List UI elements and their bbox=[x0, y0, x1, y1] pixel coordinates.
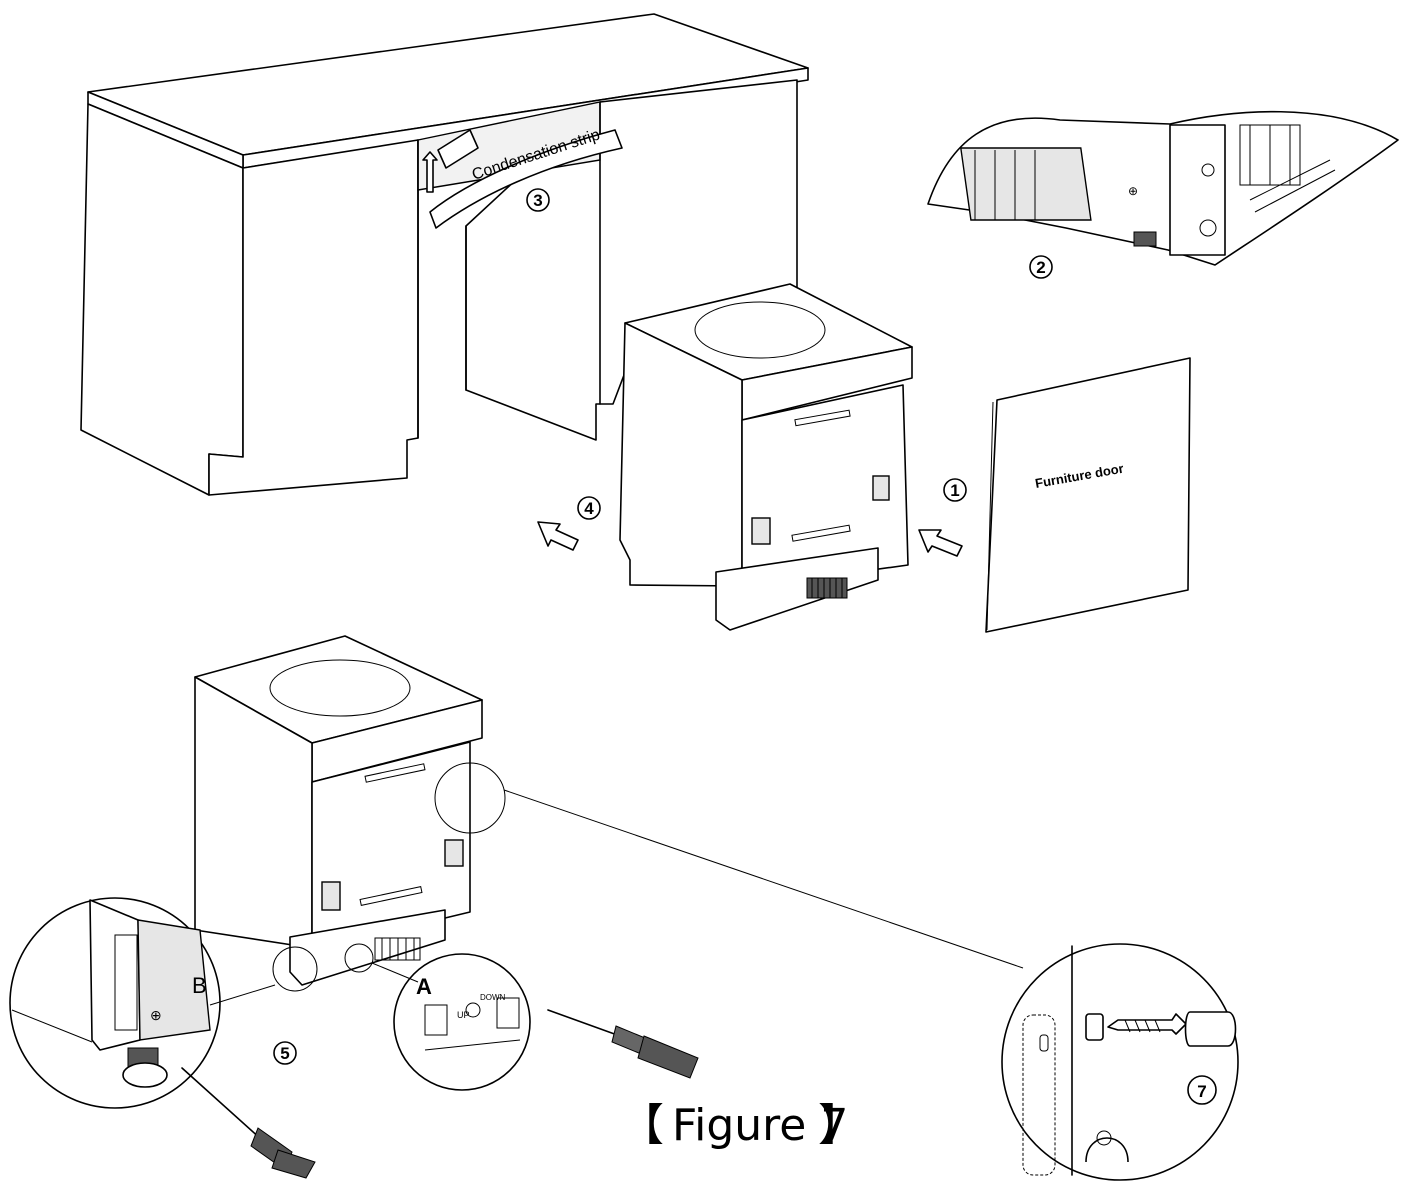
caption-open-bracket: 【 bbox=[620, 1100, 664, 1151]
step-2-marker: 2 bbox=[1029, 255, 1053, 279]
step-3-number: 3 bbox=[533, 191, 542, 210]
detail-a-view: UP DOWN bbox=[393, 953, 531, 1091]
furniture-door: Furniture door bbox=[985, 357, 1191, 633]
caption-close-bracket: 】 bbox=[818, 1100, 862, 1151]
svg-text:⊕: ⊕ bbox=[1128, 184, 1138, 198]
step-1-number: 1 bbox=[950, 481, 959, 500]
up-label: UP bbox=[457, 1010, 470, 1020]
step-7-number: 7 bbox=[1197, 1082, 1206, 1101]
down-label: DOWN bbox=[480, 993, 506, 1002]
dishwasher-installed bbox=[194, 635, 483, 986]
svg-text:⊕: ⊕ bbox=[150, 1007, 162, 1023]
step-1-marker: 1 bbox=[943, 478, 967, 502]
step-4-marker: 4 bbox=[577, 496, 601, 520]
detail-2-view: ⊕ bbox=[927, 110, 1399, 266]
detail-b-view: ⊕ bbox=[9, 897, 221, 1109]
detail-7-view bbox=[1001, 943, 1239, 1181]
dishwasher-top-unit bbox=[619, 283, 913, 631]
figure-caption: 【 Figure 7 】 bbox=[620, 1100, 862, 1151]
step-4-number: 4 bbox=[584, 499, 594, 518]
step-5-number: 5 bbox=[280, 1044, 289, 1063]
step-7-marker: 7 bbox=[1187, 1075, 1217, 1105]
screwdriver-b bbox=[181, 1067, 316, 1179]
arrow-step-1 bbox=[918, 529, 963, 557]
step-2-number: 2 bbox=[1036, 258, 1045, 277]
step-3-marker: 3 bbox=[526, 188, 550, 212]
screwdriver-a bbox=[547, 1009, 699, 1079]
arrow-step-4 bbox=[537, 521, 579, 551]
caption-text: Figure 7 bbox=[672, 1100, 848, 1151]
detail-b-label: B bbox=[192, 973, 207, 998]
step-5-marker: 5 bbox=[273, 1041, 297, 1065]
detail-a-label: A bbox=[416, 974, 432, 999]
